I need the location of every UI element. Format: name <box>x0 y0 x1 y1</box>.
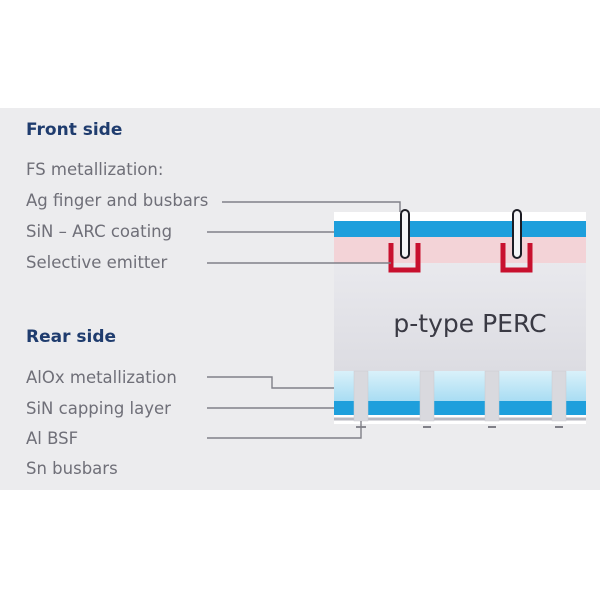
rear-local-contacts <box>353 370 567 422</box>
alox-layer <box>334 371 586 401</box>
rear-contact-2 <box>419 370 435 422</box>
label-alox-metallization: AlOx metallization <box>26 368 177 387</box>
sin-arc-layer <box>334 221 586 237</box>
sin-capping-layer <box>334 401 586 415</box>
label-fs-metallization: FS metallization: <box>26 160 164 179</box>
front-contact-right <box>500 209 533 273</box>
label-al-bsf: Al BSF <box>26 429 79 448</box>
front-side-heading: Front side <box>26 120 123 140</box>
rear-contact-3 <box>484 370 500 422</box>
rear-contact-4 <box>551 370 567 422</box>
selective-emitter-layer <box>334 237 586 263</box>
leader-alox <box>207 376 334 389</box>
rear-contact-1 <box>353 370 369 422</box>
label-sn-busbars: Sn busbars <box>26 459 118 478</box>
label-ag-finger-busbars: Ag finger and busbars <box>26 191 209 210</box>
cell-type-label: p-type PERC <box>393 309 546 338</box>
leader-lines <box>207 201 401 439</box>
front-contact-left <box>388 209 421 273</box>
label-sin-capping-layer: SiN capping layer <box>26 399 171 418</box>
leader-ag-finger <box>222 201 401 212</box>
label-selective-emitter: Selective emitter <box>26 253 168 272</box>
label-sin-arc-coating: SiN – ARC coating <box>26 222 173 241</box>
rear-side-heading: Rear side <box>26 327 117 347</box>
